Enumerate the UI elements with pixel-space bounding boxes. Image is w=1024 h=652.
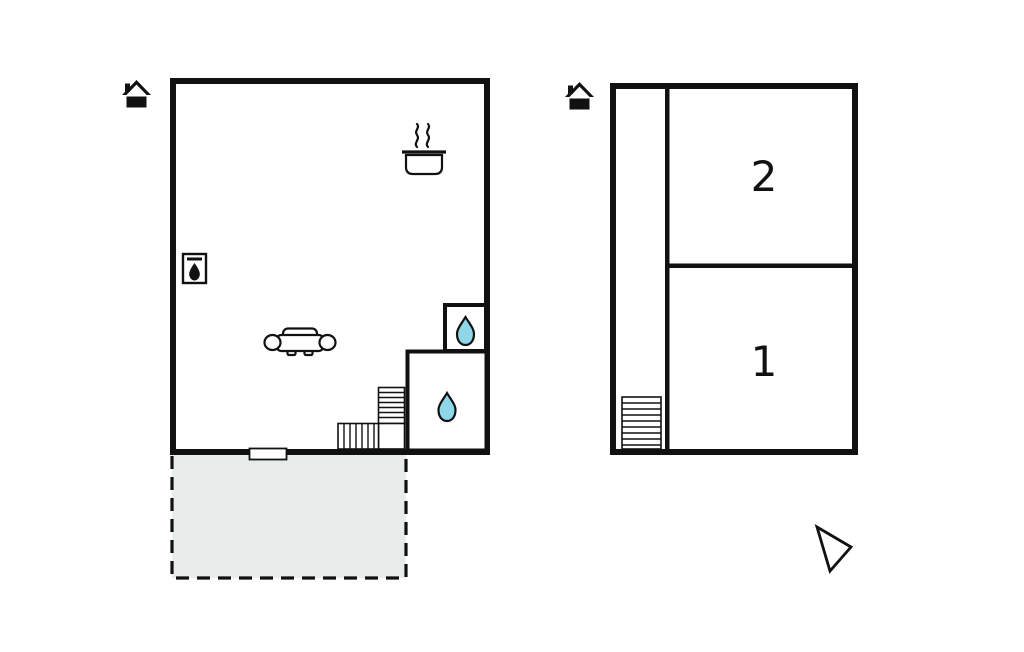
fireplace-icon xyxy=(181,252,208,285)
terrace-dashed-outline xyxy=(170,456,408,580)
house-icon xyxy=(565,82,594,110)
room-2-label: 2 xyxy=(751,152,778,201)
room-divider-wall xyxy=(667,263,855,268)
direction-arrow-icon xyxy=(814,523,854,574)
stairs-icon xyxy=(621,396,662,450)
large-bathroom-wall xyxy=(405,349,489,453)
door-marker xyxy=(248,447,288,461)
upper-floor-plan: 2 1 xyxy=(565,82,858,455)
sofa-icon xyxy=(263,327,337,357)
terrace-area xyxy=(172,455,406,578)
l-stairs-icon xyxy=(337,386,406,450)
upper-floor-outer-wall xyxy=(610,83,858,455)
steam-pot-icon xyxy=(402,122,446,176)
ground-floor-plan xyxy=(122,78,490,580)
house-icon xyxy=(122,80,151,108)
room-1-label: 1 xyxy=(751,337,778,386)
